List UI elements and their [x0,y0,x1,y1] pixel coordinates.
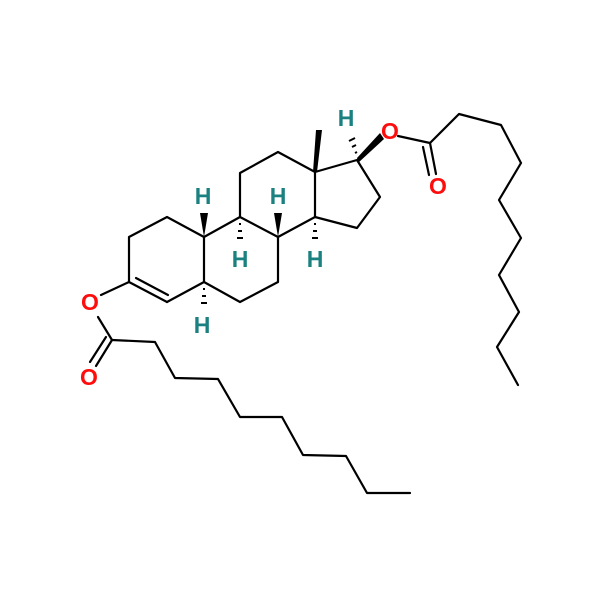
decanoate-chain-17 [396,112,523,387]
hydrogen-10-label: H [195,183,212,209]
double-bond-c3-c4-inner [134,276,170,297]
ring-a-bonds [127,215,206,284]
ring-b-bonds [202,215,280,304]
hydrogen-17-label: H [338,105,355,131]
ring-d-bonds [313,158,382,230]
oxygen-carbonyl-17-label: O [429,173,447,199]
ring-a-bonds-2 [165,235,206,304]
hydrogen-9-label: H [232,246,249,272]
hydrogen-14-label: H [307,246,324,272]
oxygen-carbonyl-3-label: O [80,364,98,390]
hashed-bonds [201,137,358,304]
decanoate-chain-3 [88,280,412,495]
oxygen-ester-3-label: O [81,289,99,315]
double-bond-c3-c4 [127,280,169,304]
steroid-core-bonds [127,130,384,304]
hydrogen-8-label: H [270,183,287,209]
h8-wedge-bond [274,213,282,237]
methyl-wedge-bond [313,130,322,172]
hydrogen-5-label: H [194,312,211,338]
h10-wedge-bond [200,213,208,237]
oxygen-ester-17-label: O [381,118,399,144]
c17-o-wedge-bond [357,133,384,163]
ring-c-bonds [238,150,317,239]
